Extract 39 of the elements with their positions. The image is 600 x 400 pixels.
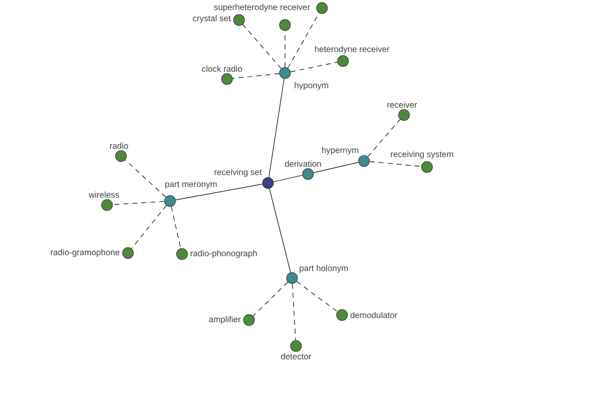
node-label: heterodyne receiver [315, 46, 390, 54]
node-label: superheterodyne receiver [214, 4, 310, 12]
node-label: wireless [88, 192, 120, 198]
node-label: clock radio [202, 66, 242, 72]
connector-line [367, 119, 401, 157]
node-dot [316, 2, 328, 14]
connector-line [292, 283, 296, 341]
connector-line [369, 161, 422, 167]
connector-line [232, 73, 280, 79]
node-label: derivation [284, 160, 321, 167]
node-label: hyponym [294, 82, 328, 90]
connector-line [131, 205, 167, 249]
connector-line [170, 206, 182, 249]
connector-line [175, 184, 263, 200]
node-label: radio-gramophone [50, 249, 120, 257]
node-label: receiver [387, 102, 417, 108]
connector-line [284, 30, 286, 68]
node-label: detector [281, 353, 312, 360]
connector-line [296, 281, 338, 312]
connector-line [290, 62, 338, 72]
connector-line [273, 174, 303, 182]
node-label: receiving set [214, 168, 262, 177]
node-label: part meronym [165, 182, 217, 189]
connector-line [313, 162, 359, 173]
connector-line [288, 12, 320, 68]
node-label: receiving system [390, 150, 454, 159]
connector-line [242, 24, 282, 69]
node-label: amplifier [209, 316, 241, 324]
connector-line [112, 201, 165, 205]
node-label: hypernym [322, 146, 358, 155]
node-label: demodulator [350, 312, 398, 318]
connector-line [124, 160, 166, 198]
connector-line [268, 78, 284, 178]
node-label: part holonym [300, 264, 348, 273]
node-label: crystal set [192, 15, 231, 23]
connector-line [269, 188, 291, 273]
node-label: radio-phonograph [190, 250, 257, 258]
node-label: radio [110, 142, 128, 149]
connector-line [252, 282, 288, 316]
